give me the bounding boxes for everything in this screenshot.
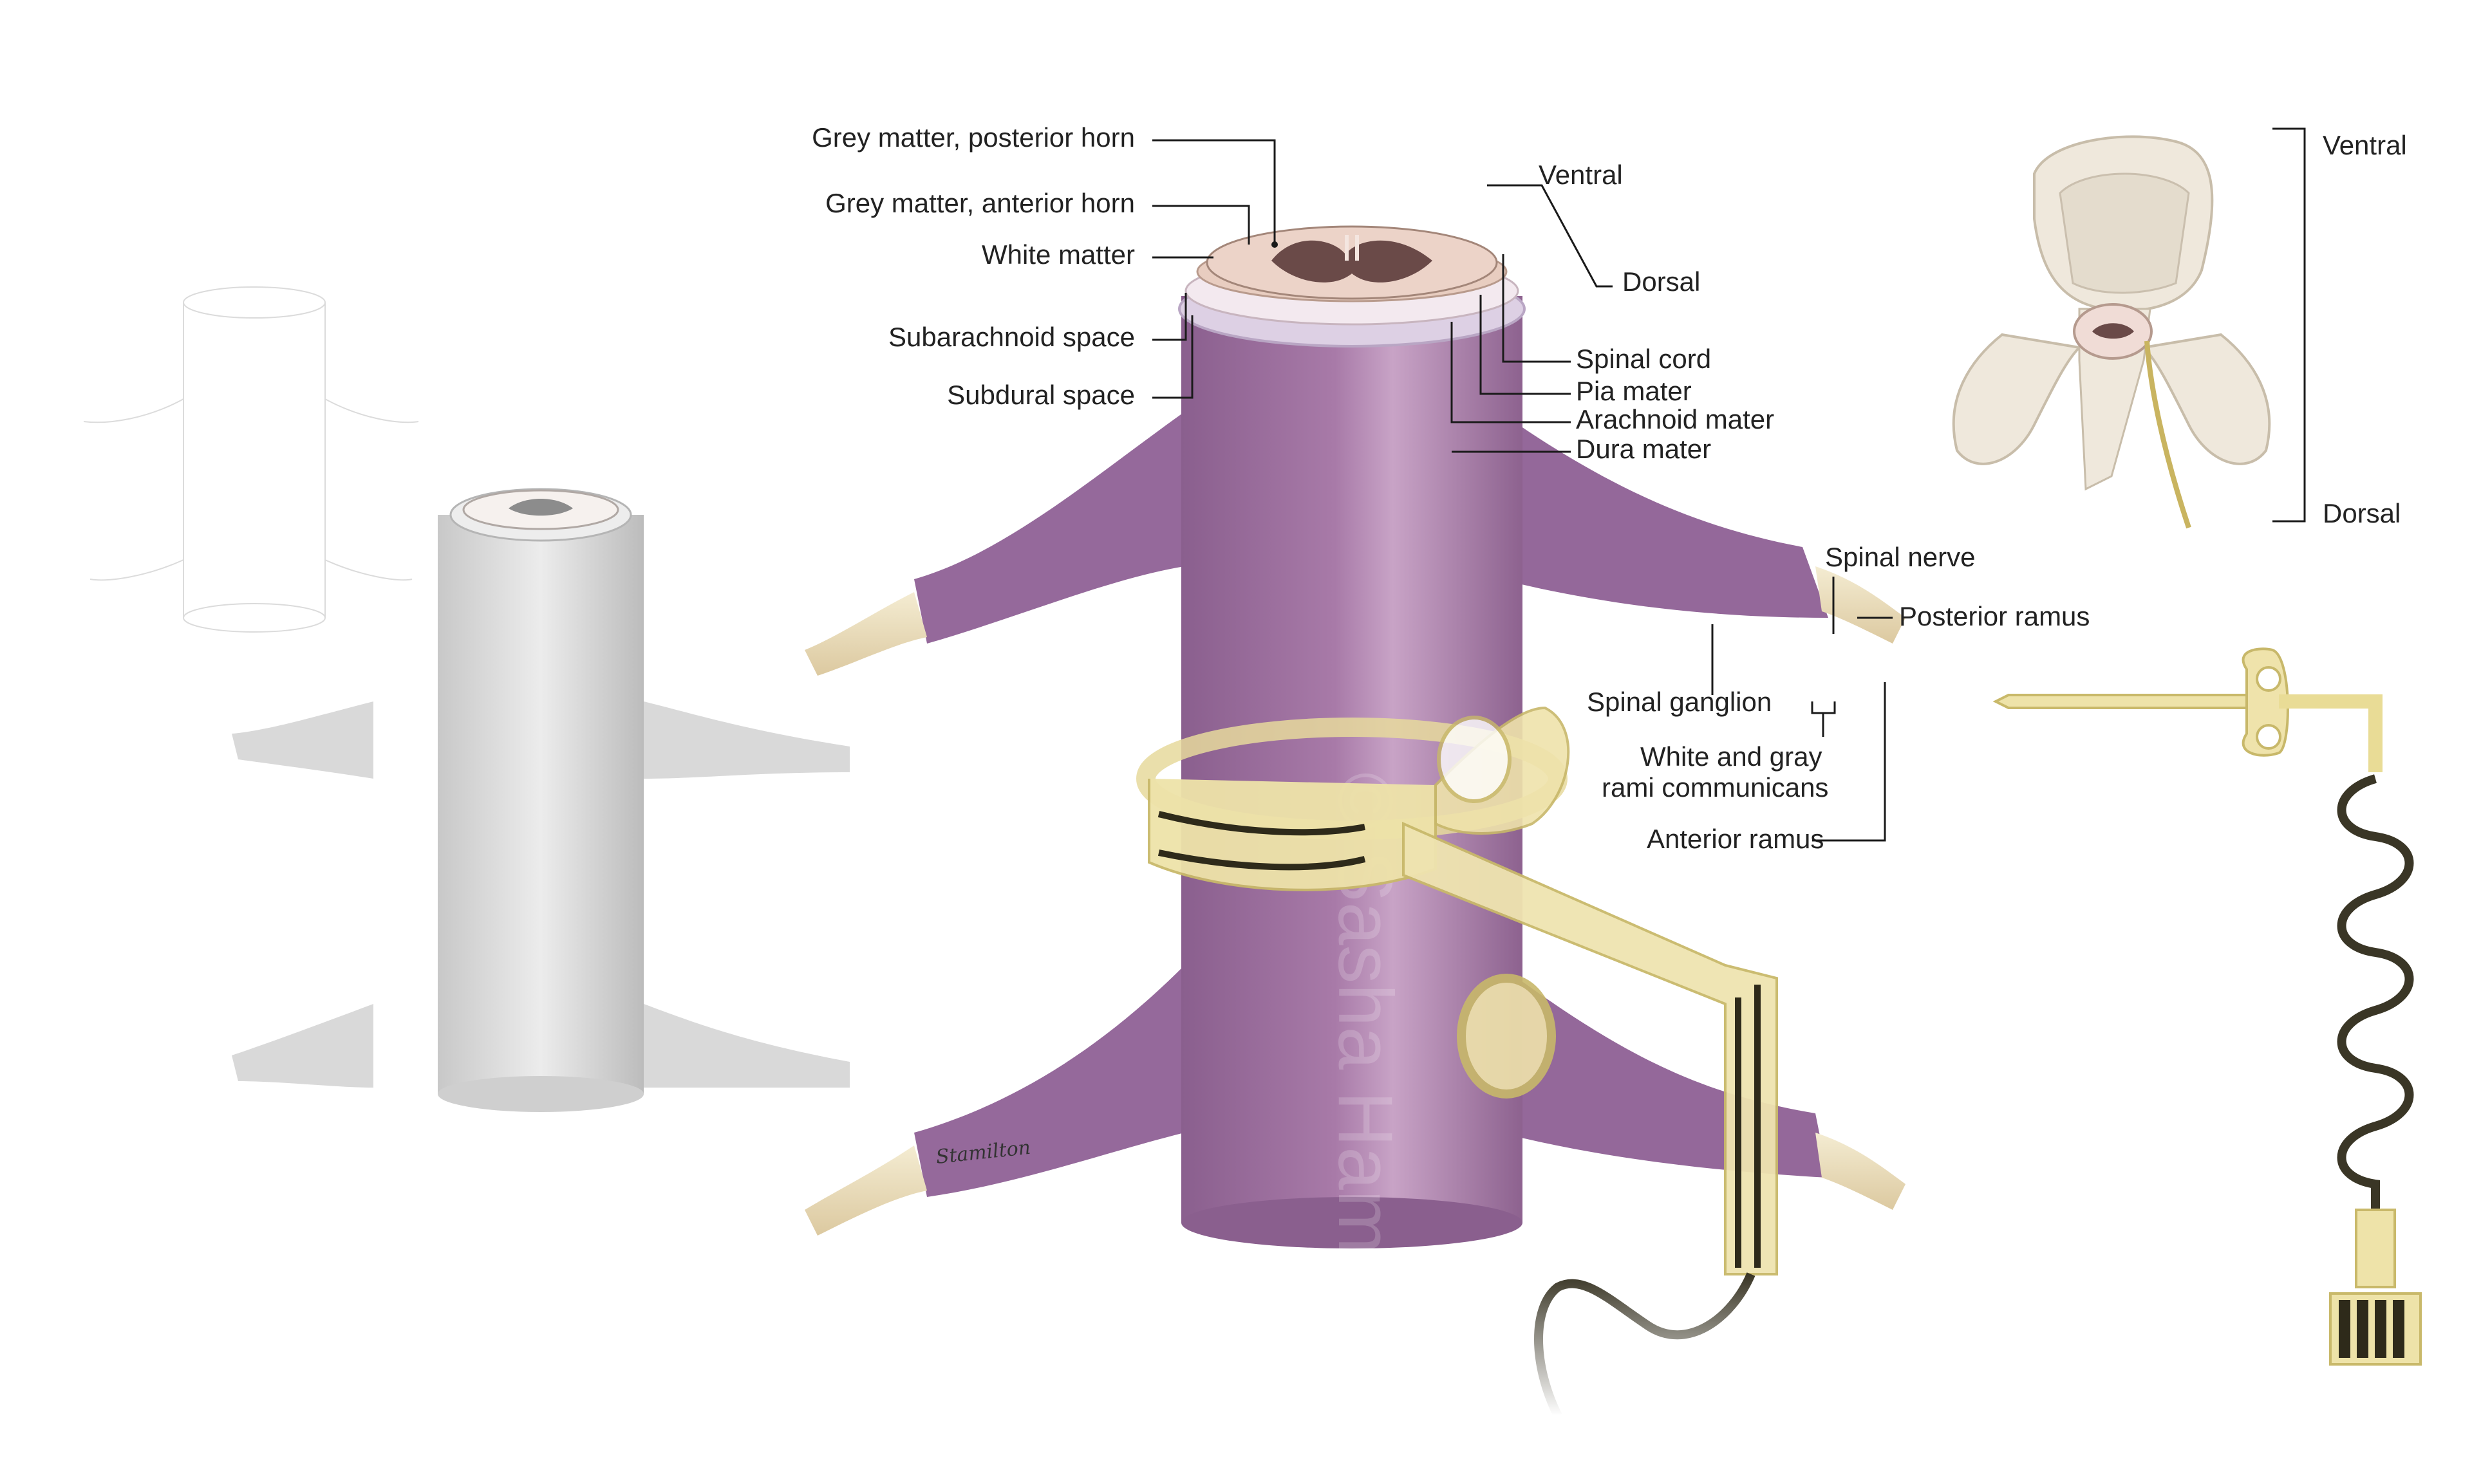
label-arachnoid-mater: Arachnoid mater — [1576, 404, 1774, 434]
label-grey-matter-anterior-horn: Grey matter, anterior horn — [825, 188, 1135, 218]
label-spinal-nerve: Spinal nerve — [1825, 542, 1975, 572]
leader-anterior-horn — [1152, 205, 1250, 245]
label-rami-line2: rami communicans — [1602, 772, 1828, 802]
label-subdural-space: Subdural space — [947, 380, 1135, 410]
pencil-sketch-outline — [83, 286, 419, 633]
cuff-electrode — [1136, 706, 1778, 1418]
leader-posterior-horn — [1152, 139, 1276, 245]
label-white-matter: White matter — [982, 239, 1135, 270]
left-labels: Grey matter, posterior horn Grey matter,… — [812, 122, 1278, 410]
label-spinal-cord: Spinal cord — [1576, 344, 1711, 374]
label-subarachnoid-space: Subarachnoid space — [888, 322, 1135, 352]
label-dura-mater: Dura mater — [1576, 434, 1711, 464]
label-ventral: Ventral — [1539, 160, 1623, 190]
flat-electrode — [1992, 647, 2422, 1366]
leader-rami-communicans — [1811, 701, 1836, 737]
leader-pia-mater — [1479, 295, 1571, 395]
label-rami-line1: White and gray — [1640, 741, 1822, 772]
label-anterior-ramus: Anterior ramus — [1647, 824, 1824, 854]
inset-bracket — [2272, 127, 2306, 523]
label-dorsal: Dorsal — [1622, 266, 1700, 297]
label-spinal-ganglion: Spinal ganglion — [1587, 687, 1772, 717]
inset-label-ventral: Ventral — [2323, 130, 2407, 160]
dura-spinal-cord: © Sasha Hamilton Stamilton — [805, 225, 1906, 1396]
leader-arachnoid-mater — [1450, 322, 1571, 423]
leader-spinal-cord — [1502, 254, 1571, 363]
label-grey-matter-posterior-horn: Grey matter, posterior horn — [812, 122, 1135, 153]
pencil-spinal-cord — [232, 488, 850, 1112]
leader-subarachnoid — [1152, 293, 1187, 341]
leader-dot — [1271, 241, 1278, 248]
vertebra-inset: Ventral Dorsal — [1952, 127, 2407, 529]
leader-anterior-ramus — [1812, 682, 1886, 842]
inset-label-dorsal: Dorsal — [2323, 498, 2401, 528]
right-labels: Ventral Dorsal Spinal cord Pia mater Ara… — [1450, 160, 2090, 854]
label-posterior-ramus: Posterior ramus — [1899, 601, 2090, 631]
label-pia-mater: Pia mater — [1576, 376, 1692, 406]
leader-ventral-dorsal — [1487, 184, 1613, 288]
leader-subdural — [1152, 315, 1194, 399]
